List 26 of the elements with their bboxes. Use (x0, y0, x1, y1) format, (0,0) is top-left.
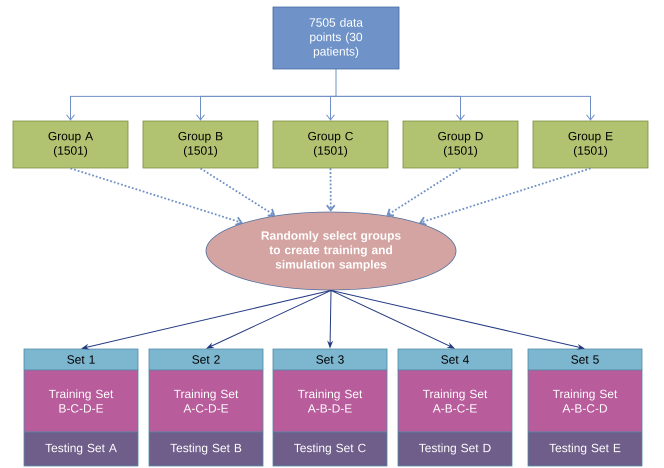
group-box: Group A (1501) (12, 120, 128, 168)
set-header: Set 3 (272, 348, 388, 370)
testing-set-box: Testing Set D (398, 432, 512, 466)
arrow (70, 168, 243, 226)
training-set-box: Training Set B-C-D-E (24, 370, 138, 432)
group-box: Group C (1501) (272, 120, 388, 168)
arrow (419, 168, 591, 226)
arrow (386, 168, 461, 216)
testing-set-box: Testing Set C (272, 432, 388, 466)
data-box: 7505 data points (30 patients) (272, 6, 400, 70)
testing-set-box: Testing Set A (24, 432, 138, 466)
set-header: Set 4 (398, 348, 512, 370)
training-set-box: Training Set A-B-C-D (528, 370, 642, 432)
group-box: Group B (1501) (142, 120, 258, 168)
set-header: Set 2 (148, 348, 264, 370)
arrow (200, 168, 276, 217)
testing-set-box: Testing Set B (148, 432, 264, 466)
training-set-box: Training Set A-B-C-E (398, 370, 512, 432)
arrow (326, 168, 336, 212)
training-set-box: Training Set A-B-D-E (272, 370, 388, 432)
training-set-box: Training Set A-C-D-E (148, 370, 264, 432)
testing-set-box: Testing Set E (528, 432, 642, 466)
set-header: Set 5 (528, 348, 642, 370)
set-header: Set 1 (24, 348, 138, 370)
group-box: Group D (1501) (402, 120, 518, 168)
group-box: Group E (1501) (532, 120, 648, 168)
